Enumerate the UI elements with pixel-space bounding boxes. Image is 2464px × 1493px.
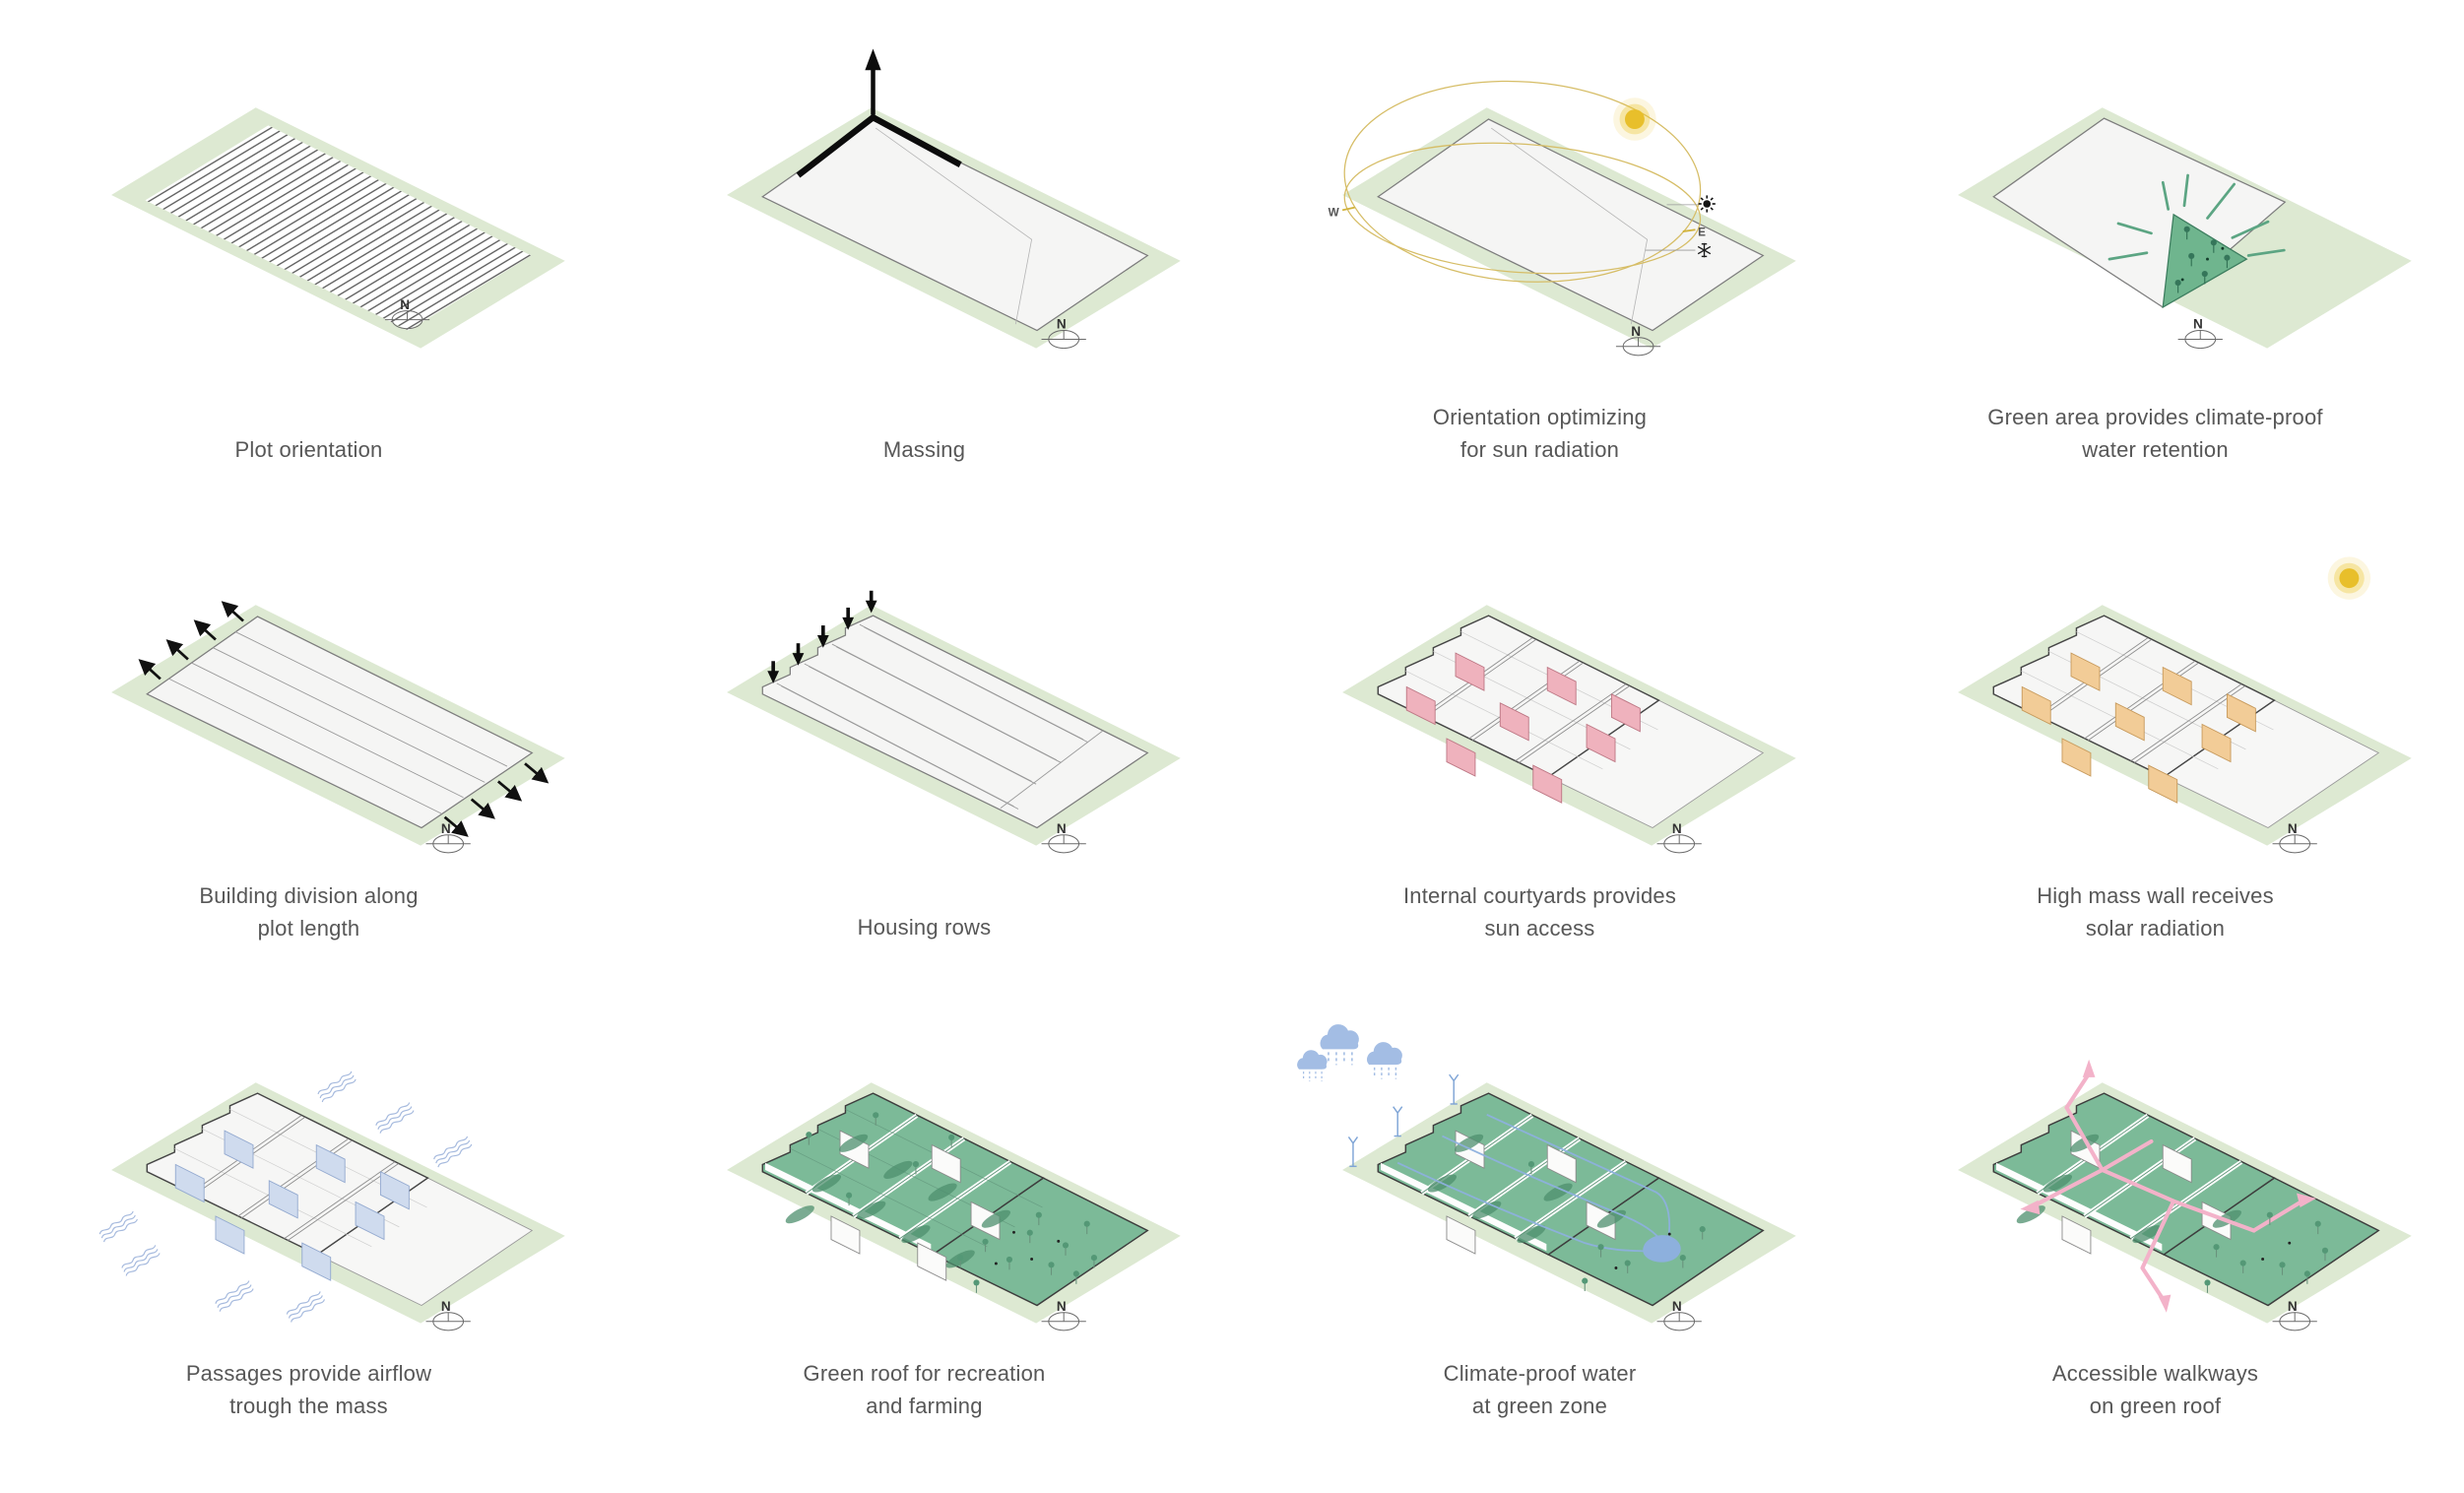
west-label: W <box>1328 207 1339 220</box>
compass-icon: N <box>424 1299 471 1331</box>
compass-icon: N <box>2271 1299 2317 1331</box>
winter-sun-path <box>1343 142 1701 275</box>
division-arrows-northwest <box>138 601 244 681</box>
mass-end-line <box>1000 730 1103 809</box>
building-division-diagram: N <box>110 601 565 854</box>
diagram-cell-walkways: N Accessible walkways on green roof <box>1887 991 2424 1477</box>
trees <box>805 1111 1098 1294</box>
trees <box>2173 226 2231 294</box>
diagram-caption: High mass wall receives solar radiation <box>2037 883 2274 941</box>
roof-shading <box>785 1134 1010 1268</box>
plot-orientation-diagram: N <box>110 107 565 349</box>
diagram-caption: Climate-proof water at green zone <box>1443 1361 1637 1418</box>
front-wall-band <box>1380 1162 1546 1252</box>
compass-icon: N <box>1655 821 1702 854</box>
diagram-caption: Massing <box>882 437 966 462</box>
compass-north-label: N <box>1056 317 1066 332</box>
compass-north-label: N <box>1671 1299 1681 1314</box>
courtyard-panels-white <box>830 1130 1000 1281</box>
diagram-caption: Internal courtyards provides sun access <box>1402 883 1677 941</box>
mass-peak-edge <box>796 113 962 178</box>
compass-north-label: N <box>400 297 410 312</box>
compass-north-label: N <box>2193 317 2203 332</box>
west-tick <box>1341 206 1355 212</box>
front-wall-band <box>764 1162 931 1252</box>
sun-icon <box>1612 97 1656 141</box>
diagram-caption: Accessible walkways on green roof <box>2051 1361 2259 1418</box>
hatch-pattern <box>144 125 531 331</box>
pond <box>1642 1235 1681 1263</box>
compass-icon: N <box>383 297 430 330</box>
compass-icon: N <box>1614 324 1661 357</box>
summer-sun-icon <box>1697 194 1717 214</box>
diagram-caption: Housing rows <box>857 915 992 940</box>
compass-icon: N <box>1040 1299 1086 1331</box>
walkway-network <box>2019 1059 2316 1313</box>
green-area-diagram: N <box>1957 107 2412 350</box>
diagram-cell-orientation-sun: W E N Orientation optimizing for sun rad… <box>1271 16 1808 482</box>
climate-water-diagram: N <box>1296 1023 1796 1331</box>
compass-icon: N <box>1655 1299 1702 1331</box>
compass-icon: N <box>424 821 471 854</box>
division-lines <box>168 631 507 814</box>
diagram-cell-massing: N Massing <box>656 16 1193 482</box>
courtyard-panels-pink <box>1405 652 1641 804</box>
east-tick <box>1682 228 1696 232</box>
diagram-caption: Green area provides climate-proof water … <box>1987 405 2323 462</box>
high-mass-wall-diagram: N <box>1957 556 2412 854</box>
diagram-cell-housing-rows: N Housing rows <box>656 513 1193 959</box>
building-mass-stepped <box>761 615 1149 829</box>
diagram-cell-climate-water: N Climate-proof water at green zone <box>1271 991 1808 1477</box>
internal-courtyards-diagram: N <box>1341 605 1796 854</box>
compass-icon: N <box>1040 821 1086 854</box>
compass-north-label: N <box>1056 1299 1066 1314</box>
water-streams <box>1396 1114 1670 1254</box>
diagram-caption: Passages provide airflow trough the mass <box>185 1361 432 1418</box>
radiating-green-lines <box>2107 173 2286 261</box>
orientation-sun-diagram: W E N <box>1328 80 1796 357</box>
solar-wall-panels-orange <box>2021 652 2256 804</box>
compass-north-label: N <box>440 821 450 836</box>
compass-north-label: N <box>1671 821 1681 836</box>
passage-panels-blue <box>174 1130 410 1281</box>
diagram-caption: Orientation optimizing for sun radiation <box>1432 405 1648 462</box>
compass-north-label: N <box>2287 1299 2297 1314</box>
summer-sun-path <box>1343 80 1701 283</box>
compass-north-label: N <box>2287 821 2297 836</box>
diagram-cell-green-roof: N Green roof for recreation and farming <box>656 991 1193 1477</box>
compass-icon: N <box>2271 821 2317 854</box>
diagram-cell-green-area: N Green area provides climate-proof wate… <box>1887 16 2424 482</box>
diagram-caption: Building division along plot length <box>199 883 419 941</box>
housing-row-lines <box>776 623 1088 810</box>
diagram-caption: Plot orientation <box>234 437 383 462</box>
diagram-cell-internal-courtyards: N Internal courtyards provides sun acces… <box>1271 513 1808 959</box>
trees <box>1526 1160 1706 1292</box>
roof-ridge-lines <box>1490 127 1648 325</box>
green-roof-diagram: N <box>726 1082 1181 1331</box>
front-wall-band <box>1995 1162 2162 1252</box>
walkways-diagram: N <box>1957 1059 2412 1331</box>
compass-north-label: N <box>1056 821 1066 836</box>
diagram-cell-building-division: N Building division along plot length <box>40 513 577 959</box>
diagram-cell-high-mass-wall: N High mass wall receives solar radiatio… <box>1887 513 2424 959</box>
compass-icon: N <box>1040 317 1086 350</box>
sun-icon <box>2327 556 2370 600</box>
massing-diagram: N <box>726 48 1181 350</box>
compass-north-label: N <box>440 1299 450 1314</box>
roof-ridge-lines <box>875 127 1032 325</box>
building-mass <box>145 616 534 829</box>
compass-icon: N <box>2176 317 2223 350</box>
diagram-caption: Green roof for recreation and farming <box>803 1361 1046 1418</box>
compass-north-label: N <box>1631 324 1641 339</box>
housing-rows-diagram: N <box>726 588 1181 854</box>
trees <box>2203 1211 2329 1294</box>
east-label: E <box>1698 227 1706 239</box>
up-arrow-icon <box>864 48 881 115</box>
passages-airflow-diagram: N <box>97 1071 565 1331</box>
rain-cloud-icons <box>1296 1023 1403 1082</box>
diagram-cell-plot-orientation: N Plot orientation <box>40 16 577 482</box>
division-arrows-southeast <box>443 762 549 837</box>
diagram-cell-passages-airflow: N Passages provide airflow trough the ma… <box>40 991 577 1477</box>
